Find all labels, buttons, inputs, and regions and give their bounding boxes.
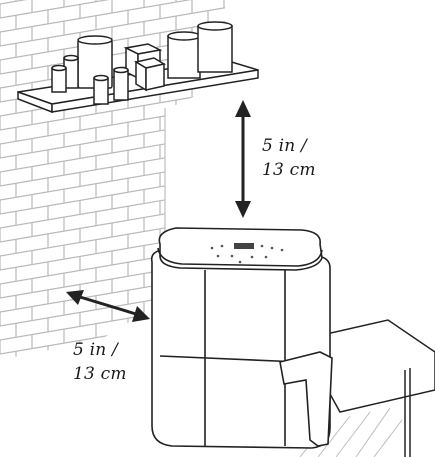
brick-course	[0, 0, 225, 33]
brick-course	[0, 0, 225, 5]
air-fryer	[150, 227, 333, 449]
top-clearance-metric: 13 cm	[262, 160, 316, 180]
side-clearance-imperial: 5 in /	[73, 340, 118, 360]
control-panel	[210, 243, 284, 264]
shelf-jars	[51, 21, 233, 105]
top-clearance-label: 5 in / 13 cm	[262, 134, 316, 182]
brick-course	[0, 0, 225, 19]
side-clearance-metric: 13 cm	[73, 364, 127, 384]
side-clearance-arrow	[66, 290, 150, 322]
vertical-clearance-arrow	[235, 100, 251, 218]
brick-course	[0, 4, 225, 47]
top-clearance-imperial: 5 in /	[262, 136, 307, 156]
counter	[298, 319, 435, 457]
side-clearance-label: 5 in / 13 cm	[73, 338, 127, 386]
